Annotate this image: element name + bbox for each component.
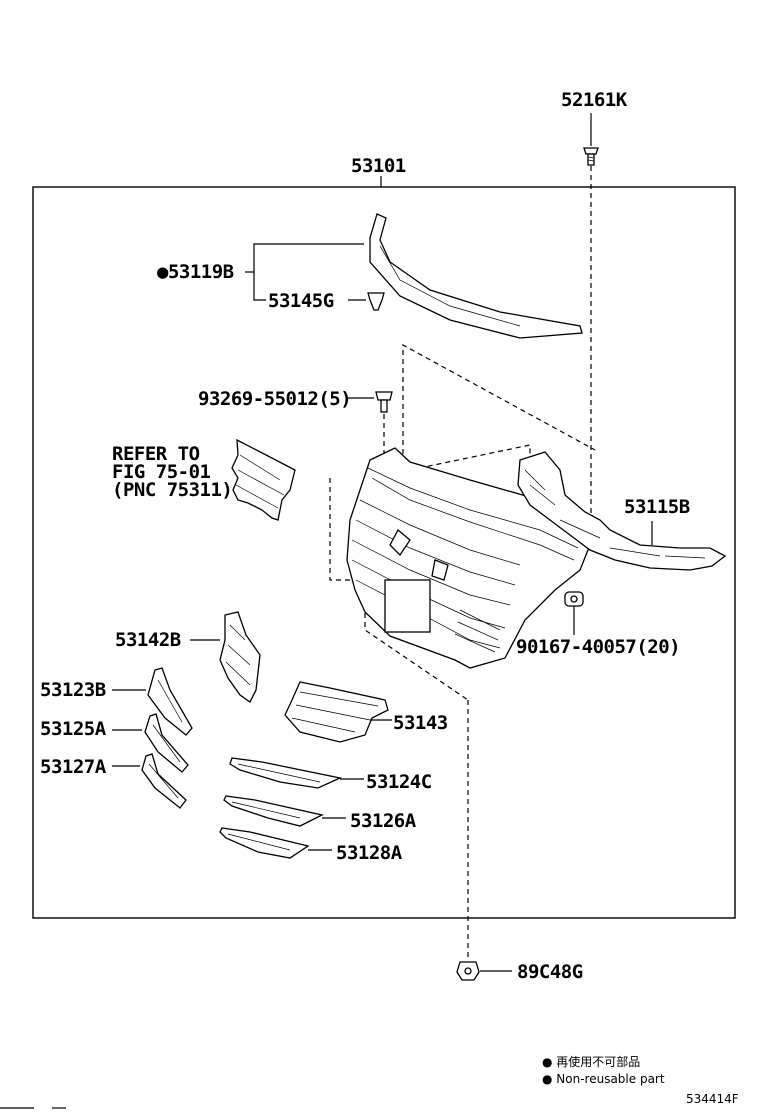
molding-53126A-part [223, 795, 324, 827]
clip-90167-icon [564, 591, 584, 607]
label-53123B[interactable]: 53123B [40, 679, 106, 701]
refer-note-line2: FIG 75-01 [112, 461, 211, 483]
molding-53124C-part [229, 757, 343, 789]
label-90167[interactable]: 90167-40057(20) [516, 636, 681, 658]
label-52161K[interactable]: 52161K [561, 89, 628, 111]
label-53126A[interactable]: 53126A [350, 810, 417, 832]
label-53115B[interactable]: 53115B [624, 496, 690, 518]
screw-52161K-icon [583, 147, 599, 166]
refer-note-line1: REFER TO [112, 443, 200, 465]
legend-line-japanese: ● 再使用不可部品 [542, 1054, 640, 1069]
nut-89C48G-icon [456, 961, 480, 981]
refer-note-line3: (PNC 75311) [112, 479, 232, 501]
legend-line-english: ● Non-reusable part [542, 1072, 665, 1086]
guide-dash-1 [402, 343, 596, 508]
clip-53145G-icon [367, 292, 385, 311]
cover-53143-part [284, 681, 389, 743]
label-93269[interactable]: 93269-55012(5) [198, 388, 352, 410]
label-53101[interactable]: 53101 [351, 155, 406, 177]
label-53125A[interactable]: 53125A [40, 718, 107, 740]
bracket-53142B-part [219, 611, 261, 703]
label-53143[interactable]: 53143 [393, 712, 448, 734]
guide-dash-3 [409, 444, 531, 471]
assembly-frame [32, 186, 736, 919]
upper-molding-part [369, 213, 583, 339]
figure-code: 534414F [686, 1092, 739, 1106]
label-53145G[interactable]: 53145G [268, 290, 334, 312]
label-89C48G[interactable]: 89C48G [517, 961, 583, 983]
label-53119B[interactable]: ●53119B [157, 261, 234, 283]
label-53124C[interactable]: 53124C [366, 771, 432, 793]
screw-93269-icon [375, 391, 393, 413]
label-53128A[interactable]: 53128A [336, 842, 403, 864]
label-53142B[interactable]: 53142B [115, 629, 181, 651]
refer-sensor-part [231, 438, 296, 521]
label-53127A[interactable]: 53127A [40, 756, 107, 778]
